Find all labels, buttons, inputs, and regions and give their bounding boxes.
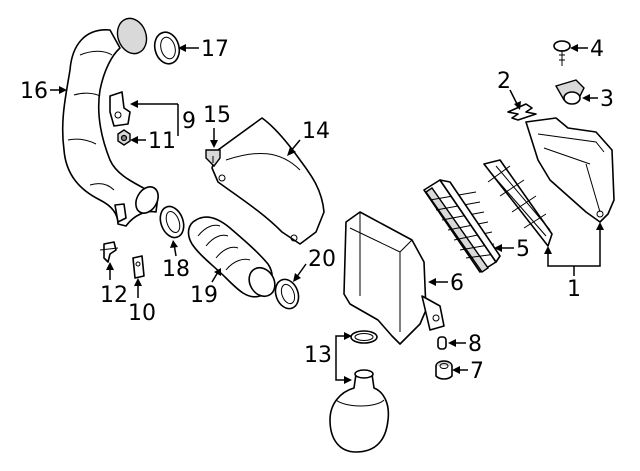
- part-12-push-clip: [99, 241, 119, 263]
- part-17-hose-clamp: [153, 31, 181, 65]
- callout-6: 6: [450, 271, 464, 296]
- callout-labels: 17 16 9 11 15 14 12 10 18 19 20 6 5 1 2 …: [20, 37, 614, 384]
- callout-20: 20: [308, 247, 336, 272]
- callout-7: 7: [470, 359, 484, 384]
- part-11-nut: [117, 129, 131, 146]
- callout-12: 12: [100, 283, 128, 308]
- callout-15: 15: [203, 103, 231, 128]
- part-18-hose-clamp: [159, 205, 185, 239]
- callout-1: 1: [567, 277, 581, 302]
- part-14-heat-shield: [211, 117, 325, 245]
- callout-3: 3: [600, 87, 614, 112]
- part-15-clip: [205, 149, 221, 168]
- part-13-resonator: [329, 369, 390, 453]
- part-16-intake-duct: [61, 17, 159, 227]
- callout-11: 11: [148, 129, 176, 154]
- part-13-clamp: [350, 330, 378, 344]
- callout-8: 8: [468, 332, 482, 357]
- part-5-air-filter-element: [423, 179, 501, 273]
- part-2-clip: [507, 103, 537, 121]
- leader-lines: [50, 44, 604, 384]
- part-1-filter-screen: [483, 159, 553, 247]
- callout-17: 17: [201, 37, 229, 62]
- callout-18: 18: [162, 257, 190, 282]
- part-3-air-flow-sensor: [554, 79, 585, 105]
- part-6-air-box-lower: [343, 211, 445, 345]
- callout-14: 14: [302, 119, 330, 144]
- part-20-hose-clamp: [274, 278, 300, 310]
- callout-19: 19: [190, 283, 218, 308]
- callout-4: 4: [590, 37, 604, 62]
- callout-5: 5: [516, 237, 530, 262]
- callout-2: 2: [497, 69, 511, 94]
- part-1-air-box-upper: [525, 117, 615, 223]
- callout-9: 9: [182, 109, 196, 134]
- callout-10: 10: [128, 301, 156, 326]
- part-7-grommet: [435, 360, 453, 380]
- callout-16: 16: [20, 79, 48, 104]
- part-4-screw: [553, 40, 571, 66]
- part-9-bracket: [109, 91, 131, 127]
- part-19-intake-hose: [187, 216, 276, 298]
- part-8-collar: [437, 336, 447, 350]
- callout-13: 13: [304, 343, 332, 368]
- part-10-retainer: [132, 255, 145, 279]
